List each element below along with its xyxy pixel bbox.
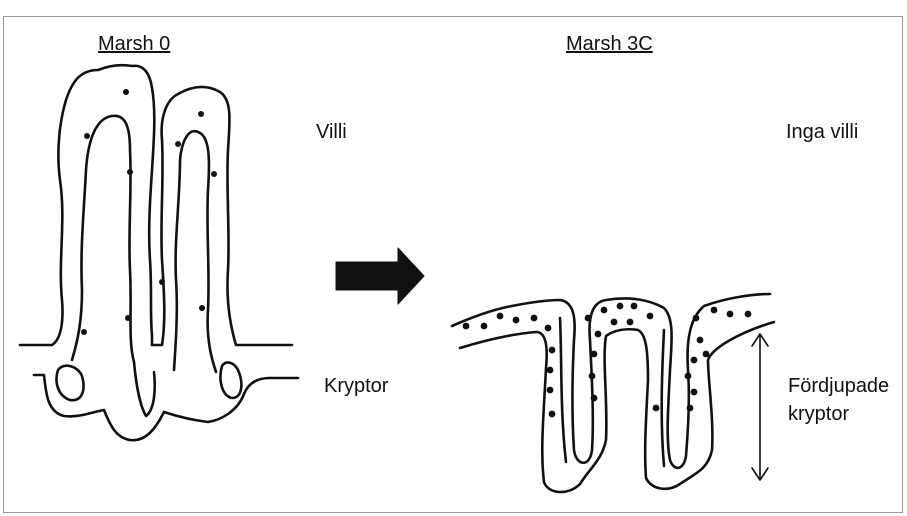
panel-title-marsh-3c: Marsh 3C xyxy=(566,32,653,56)
crypt-lumen-deep-right xyxy=(662,330,664,466)
panel-title-marsh-0: Marsh 0 xyxy=(98,32,170,56)
villus-right-outer xyxy=(152,87,292,345)
crypt-lumen-left xyxy=(57,366,84,400)
villus-left-outer xyxy=(20,65,154,345)
normal-villi-drawing xyxy=(20,65,298,440)
mucosa-outer xyxy=(452,294,770,468)
label-crypts: Kryptor xyxy=(324,374,388,398)
label-deepened-line2: kryptor xyxy=(788,402,849,426)
crypt-lumen-middle xyxy=(134,362,155,416)
label-villi: Villi xyxy=(316,120,347,144)
cell-nuclei xyxy=(81,89,751,417)
crypt-lumen-right xyxy=(220,363,241,398)
villus-right-inner xyxy=(174,131,216,372)
villus-left-inner xyxy=(72,116,134,362)
label-no-villi: Inga villi xyxy=(786,120,858,144)
label-deepened-line1: Fördjupade xyxy=(788,374,889,398)
right-arrow-icon xyxy=(336,248,424,304)
double-headed-vertical-arrow-icon xyxy=(752,334,768,480)
mucosa-inner xyxy=(460,322,774,492)
crypt-lumen-deep-left xyxy=(560,318,566,462)
crypt-base xyxy=(34,375,298,440)
